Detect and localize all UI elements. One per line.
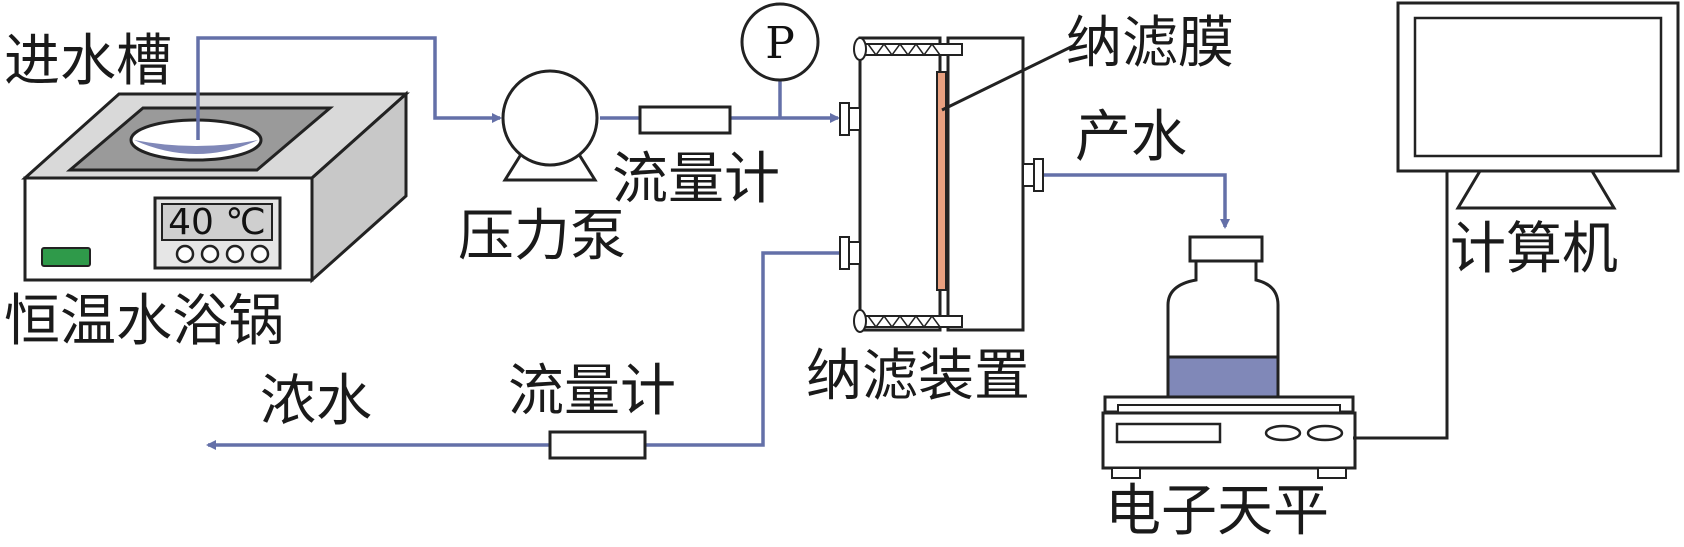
flowmeter-top bbox=[638, 105, 732, 135]
flowmeter-bottom bbox=[548, 430, 647, 460]
balance-button bbox=[1264, 424, 1302, 442]
temperature-display bbox=[161, 203, 273, 241]
pipes bbox=[196, 36, 1230, 450]
label-concentrate: 浓水 bbox=[260, 369, 372, 434]
bottle-water bbox=[1166, 355, 1280, 399]
balance-foot bbox=[1111, 467, 1141, 479]
nf-right-plate bbox=[946, 36, 1025, 332]
label-balance: 电子天平 bbox=[1105, 479, 1329, 544]
label-nf-membrane: 纳滤膜 bbox=[1066, 11, 1234, 76]
label-computer: 计算机 bbox=[1450, 217, 1618, 282]
label-flowmeter-bottom: 流量计 bbox=[508, 359, 676, 424]
membrane-leader-line bbox=[941, 43, 1076, 112]
computer bbox=[1353, 1, 1680, 440]
balance-display bbox=[1115, 422, 1222, 444]
nf-membrane bbox=[936, 71, 947, 291]
bolt-head-top bbox=[853, 37, 867, 61]
control-knob bbox=[200, 244, 220, 264]
permeate-port-flange bbox=[1033, 158, 1044, 192]
pressure-pump bbox=[501, 69, 599, 182]
control-knob bbox=[225, 244, 245, 264]
temperature-readout: 40 ℃ bbox=[168, 202, 266, 243]
pressure-gauge-dial bbox=[740, 2, 820, 82]
monitor-stand bbox=[1455, 169, 1617, 210]
bolt-thread-bottom bbox=[867, 314, 941, 329]
bolt-thread-top bbox=[867, 42, 941, 57]
inlet-tank-water bbox=[134, 140, 258, 154]
bolt-head-bottom bbox=[853, 309, 867, 333]
water-bath bbox=[21, 90, 410, 284]
pressure-gauge-label: P bbox=[765, 18, 795, 69]
concentrate-pipe bbox=[645, 251, 843, 447]
nf-left-plate bbox=[858, 36, 942, 332]
label-pressure-pump: 压力泵 bbox=[458, 204, 626, 269]
electronic-balance bbox=[1101, 235, 1357, 479]
balance-computer-cable bbox=[1353, 171, 1449, 440]
monitor-screen bbox=[1413, 16, 1663, 158]
label-water-bath: 恒温水浴锅 bbox=[4, 289, 284, 354]
nanofiltration-device bbox=[839, 36, 1044, 333]
label-permeate: 产水 bbox=[1075, 105, 1187, 170]
feed-port-flange bbox=[839, 102, 850, 136]
control-knob bbox=[175, 244, 195, 264]
balance-button bbox=[1306, 424, 1344, 442]
feed-pipe bbox=[196, 36, 502, 140]
label-flowmeter-top: 流量计 bbox=[612, 147, 780, 212]
bottle-cap bbox=[1188, 235, 1264, 263]
label-inlet-tank: 进水槽 bbox=[4, 29, 172, 94]
power-button bbox=[41, 247, 91, 267]
concentrate-port-flange bbox=[839, 236, 850, 270]
control-knob bbox=[250, 244, 270, 264]
balance-foot bbox=[1317, 467, 1347, 479]
pump-body bbox=[501, 69, 599, 167]
label-nf-device: 纳滤装置 bbox=[806, 344, 1030, 409]
permeate-pipe bbox=[1038, 173, 1230, 229]
pressure-gauge: P bbox=[740, 2, 820, 82]
